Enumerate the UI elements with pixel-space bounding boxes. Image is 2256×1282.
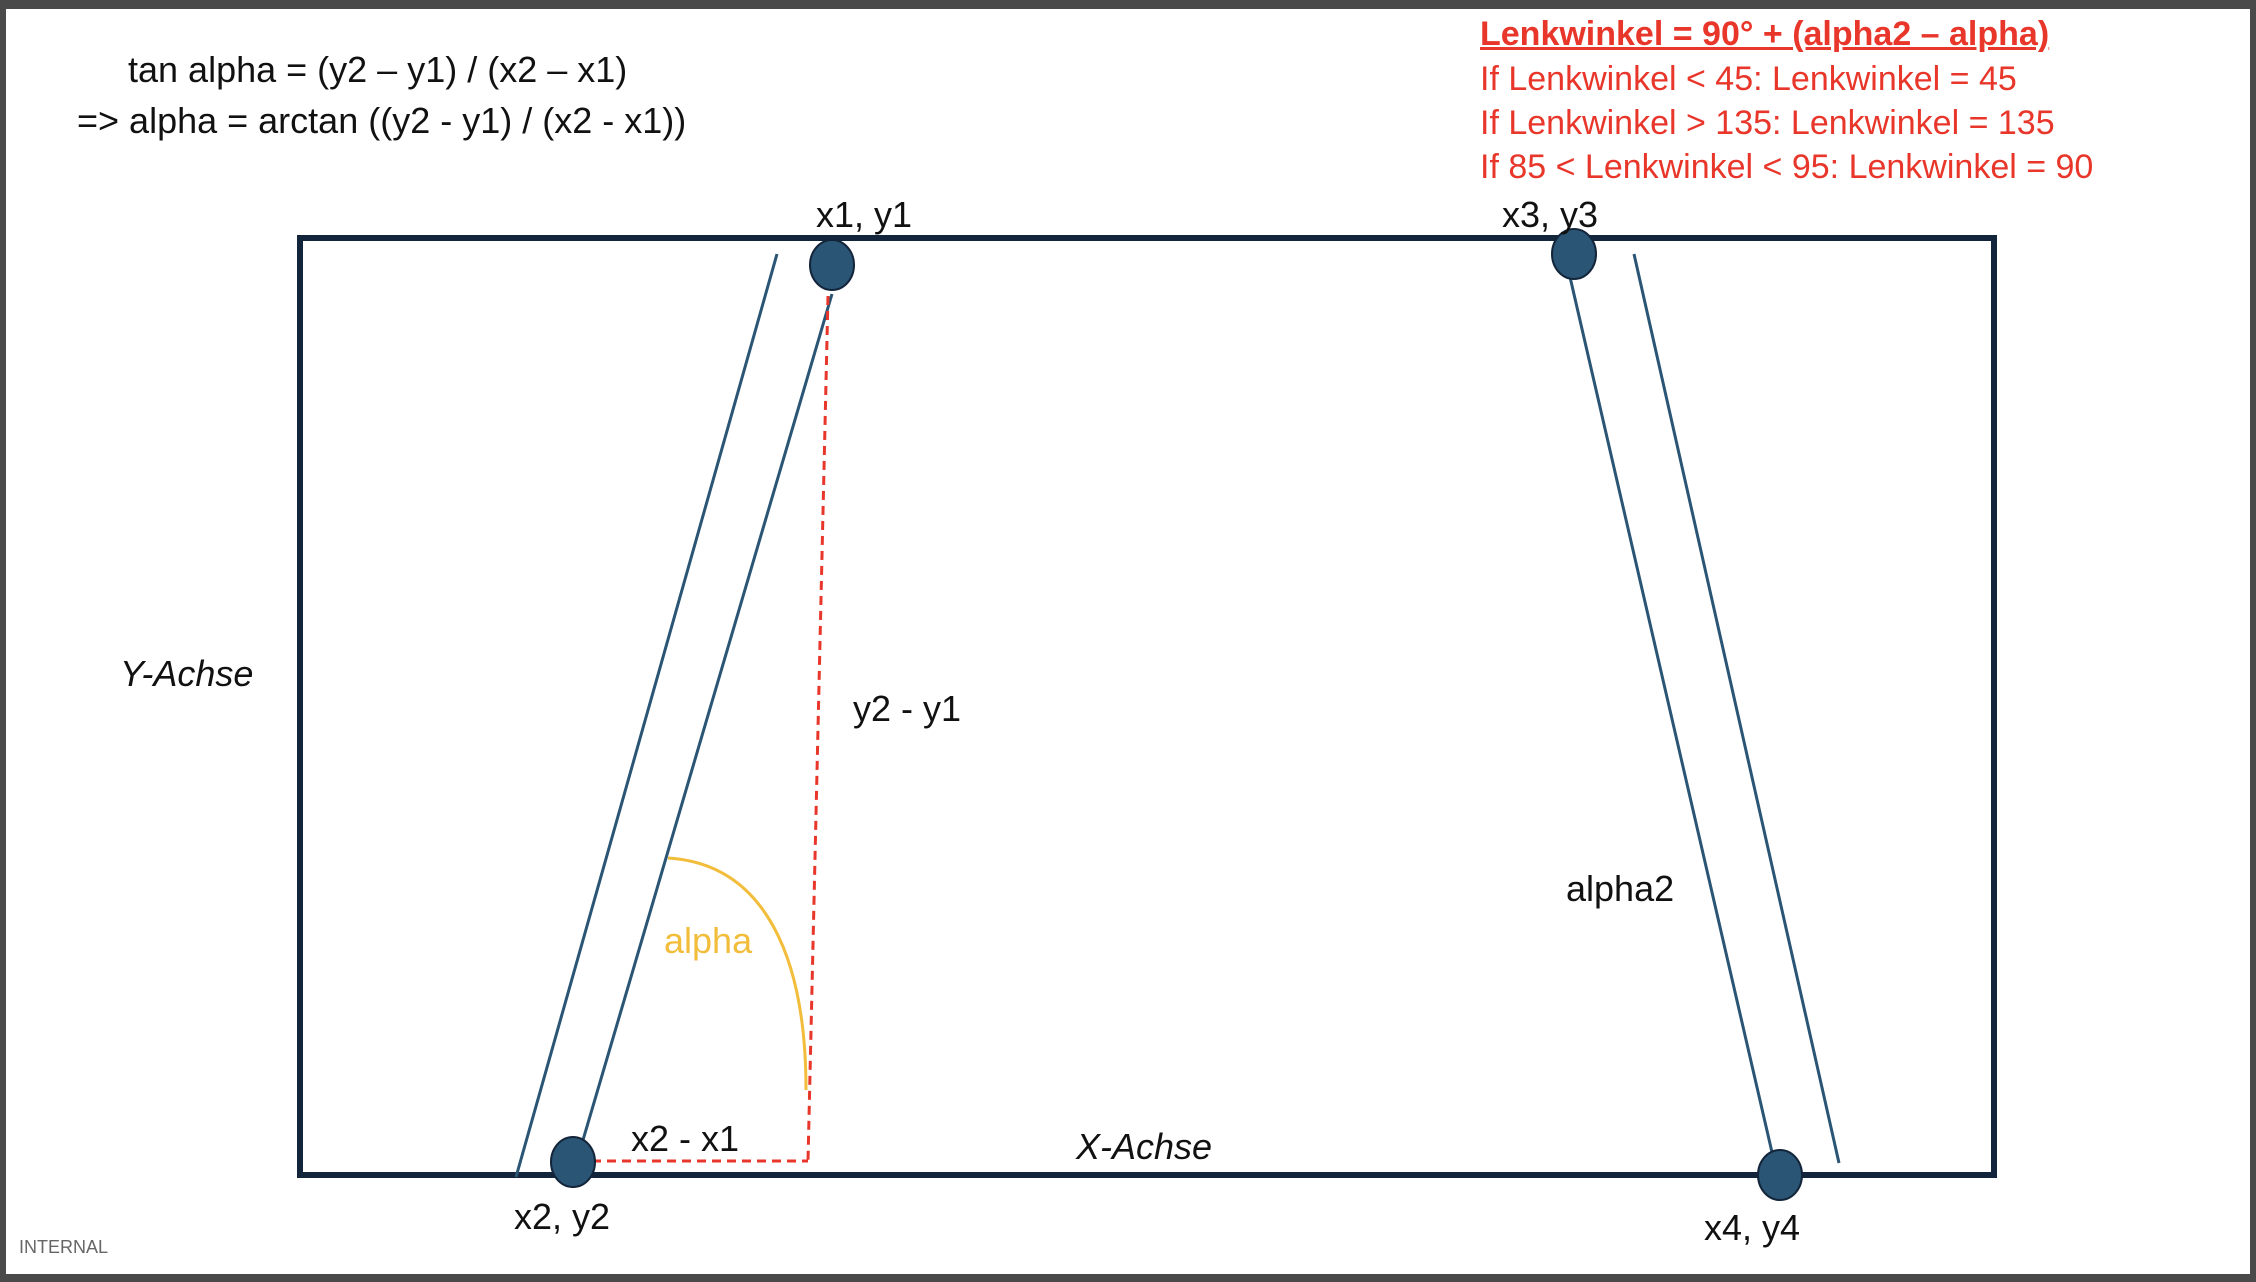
formula-arctan-alpha: => alpha = arctan ((y2 - y1) / (x2 - x1)… (77, 100, 687, 141)
label-x3-y3: x3, y3 (1502, 194, 1599, 235)
right-lane-outer-line (1632, 253, 1841, 1164)
dx-label: x2 - x1 (631, 1118, 740, 1159)
internal-classification-label: INTERNAL (19, 1237, 109, 1257)
dy-guide-line (806, 295, 830, 1162)
right-lane-inner-line (1568, 276, 1776, 1162)
formula-tan-alpha: tan alpha = (y2 – y1) / (x2 – x1) (128, 49, 628, 90)
left-lane-inner-line (576, 293, 834, 1158)
slide: tan alpha = (y2 – y1) / (x2 – x1) => alp… (6, 9, 2250, 1274)
rule-max-angle: If Lenkwinkel > 135: Lenkwinkel = 135 (1480, 104, 2055, 142)
y-axis-label: Y-Achse (120, 653, 254, 694)
alpha-label: alpha (664, 920, 753, 961)
label-x4-y4: x4, y4 (1704, 1207, 1801, 1248)
diagram-canvas (297, 228, 1997, 1201)
rule-straight-angle: If 85 < Lenkwinkel < 95: Lenkwinkel = 90 (1480, 148, 2094, 186)
alpha2-label: alpha2 (1566, 868, 1675, 909)
rule-min-angle: If Lenkwinkel < 45: Lenkwinkel = 45 (1480, 60, 2017, 98)
point-x2-y2 (550, 1136, 596, 1188)
x-axis-label: X-Achse (1076, 1126, 1213, 1167)
steering-angle-formula: Lenkwinkel = 90° + (alpha2 – alpha) (1480, 15, 2050, 53)
dy-label: y2 - y1 (853, 688, 962, 729)
label-x2-y2: x2, y2 (514, 1196, 611, 1237)
plot-frame (297, 235, 1997, 1178)
left-lane-outer-line (514, 253, 779, 1178)
point-x3-y3 (1551, 228, 1597, 280)
point-x4-y4 (1757, 1149, 1803, 1201)
label-x1-y1: x1, y1 (816, 194, 913, 235)
point-x1-y1 (809, 239, 855, 291)
alpha-angle-arc (667, 856, 808, 1091)
